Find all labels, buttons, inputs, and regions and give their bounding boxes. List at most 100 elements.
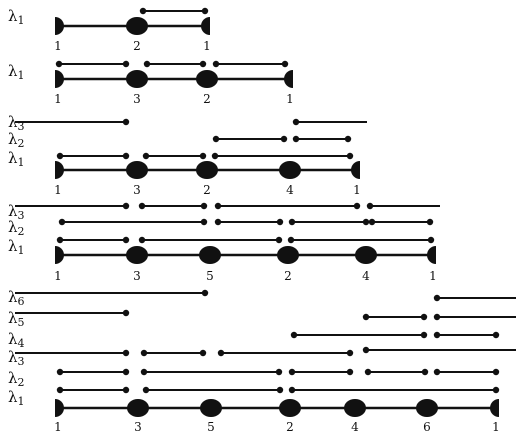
ring-node: [277, 246, 299, 264]
lightpath-l3-end-dot: [140, 349, 148, 357]
lightpath-l1-end-dot: [56, 152, 64, 160]
lightpath-l1-end-dot: [211, 152, 219, 160]
node-label: 1: [54, 420, 62, 434]
node-label: 1: [203, 39, 211, 53]
lightpath-l3-end-dot: [122, 349, 130, 357]
lightpath-l2-end-dot: [288, 368, 296, 376]
terminal-node-left: [55, 161, 64, 179]
lightpath-l3-end-dot: [366, 202, 374, 210]
lightpath-l3-end-dot: [292, 118, 300, 126]
node-label: 1: [54, 92, 62, 106]
lightpath-l2-end-dot: [364, 368, 372, 376]
node-label: 5: [207, 420, 215, 434]
lightpath-l1-end-dot: [275, 236, 283, 244]
lightpath-l2-end-dot: [492, 368, 500, 376]
node-label: 1: [429, 269, 437, 283]
lightpath-l1-end-dot: [288, 386, 296, 394]
ring-node: [196, 70, 218, 88]
node-label: 2: [284, 269, 292, 283]
node-label: 2: [203, 92, 211, 106]
lightpath-l3-end-dot: [362, 346, 370, 354]
wavelength-label: λ6: [8, 288, 25, 308]
lightpath-l2-end-dot: [58, 218, 66, 226]
lightpath-l2-end-dot: [275, 368, 283, 376]
node-label: 3: [133, 92, 141, 106]
lightpath-l1-end-dot: [199, 60, 207, 68]
terminal-node-right: [351, 161, 360, 179]
lightpath-l2-end-dot: [433, 368, 441, 376]
wavelength-label: λ2: [8, 218, 25, 238]
terminal-node-right: [201, 17, 210, 35]
node-label: 4: [286, 183, 294, 197]
node-label: 2: [286, 420, 294, 434]
lightpath-l2-end-dot: [212, 135, 220, 143]
wavelength-label: λ4: [8, 330, 25, 350]
node-label: 2: [133, 39, 141, 53]
ring-node: [126, 70, 148, 88]
ring-node: [355, 246, 377, 264]
lightpath-l1-end-dot: [56, 386, 64, 394]
node-label: 1: [54, 269, 62, 283]
lightpath-l3-end-dot: [214, 202, 222, 210]
terminal-node-left: [55, 399, 64, 417]
lightpath-l1-end-dot: [346, 152, 354, 160]
ring-node: [126, 17, 148, 35]
lightpath-l2-end-dot: [280, 135, 288, 143]
ring-node: [199, 246, 221, 264]
wavelength-label: λ3: [8, 202, 25, 222]
lightpath-l1-end-dot: [199, 152, 207, 160]
node-label: 1: [492, 420, 500, 434]
wavelength-label: λ1: [8, 149, 25, 169]
lightpath-l2-end-dot: [200, 218, 208, 226]
node-label: 3: [133, 183, 141, 197]
lightpath-l6-end-dot: [201, 289, 209, 297]
lightpath-l1-end-dot: [142, 386, 150, 394]
lightpath-l2-end-dot: [421, 368, 429, 376]
node-label: 1: [54, 183, 62, 197]
lightpath-l2-end-dot: [140, 368, 148, 376]
lightpath-l3-end-dot: [200, 202, 208, 210]
lightpath-l1-end-dot: [139, 7, 147, 15]
lightpath-l1-end-dot: [142, 152, 150, 160]
lightpath-l1-end-dot: [276, 386, 284, 394]
node-label: 1: [353, 183, 361, 197]
ring-node: [279, 161, 301, 179]
node-label: 4: [362, 269, 370, 283]
wavelength-label: λ3: [8, 348, 25, 368]
lightpath-l3-end-dot: [353, 202, 361, 210]
wavelength-label: λ1: [8, 237, 25, 257]
lightpath-l4-end-dot: [420, 331, 428, 339]
node-label: 6: [423, 420, 431, 434]
lightpath-l2-end-dot: [346, 368, 354, 376]
lightpath-l1-end-dot: [55, 60, 63, 68]
lightpath-l5-end-dot: [122, 309, 130, 317]
ring-node: [127, 399, 149, 417]
lightpath-l4-end-dot: [492, 331, 500, 339]
lightpath-l2-end-dot: [368, 218, 376, 226]
wavelength-label: λ1: [8, 7, 25, 27]
lightpath-l2-end-dot: [426, 218, 434, 226]
lightpath-l1-end-dot: [492, 386, 500, 394]
ring-node: [279, 399, 301, 417]
wavelength-label: λ2: [8, 130, 25, 150]
terminal-node-right: [427, 246, 436, 264]
node-label: 3: [133, 269, 141, 283]
lightpath-l2-end-dot: [276, 218, 284, 226]
terminal-node-right: [284, 70, 293, 88]
lightpath-l4-end-dot: [433, 331, 441, 339]
lightpath-l2-end-dot: [288, 218, 296, 226]
lightpath-l2-end-dot: [362, 218, 370, 226]
lightpath-l2-end-dot: [292, 135, 300, 143]
ring-node: [126, 246, 148, 264]
lightpath-l1-end-dot: [287, 236, 295, 244]
lightpath-l5-end-dot: [433, 313, 441, 321]
ring-node: [126, 161, 148, 179]
lightpath-l1-end-dot: [427, 236, 435, 244]
lightpath-l3-end-dot: [138, 202, 146, 210]
node-label: 3: [134, 420, 142, 434]
lightpath-l5-end-dot: [420, 313, 428, 321]
ring-node: [416, 399, 438, 417]
node-label: 2: [203, 183, 211, 197]
ring-node: [344, 399, 366, 417]
wavelength-label: λ5: [8, 309, 25, 329]
